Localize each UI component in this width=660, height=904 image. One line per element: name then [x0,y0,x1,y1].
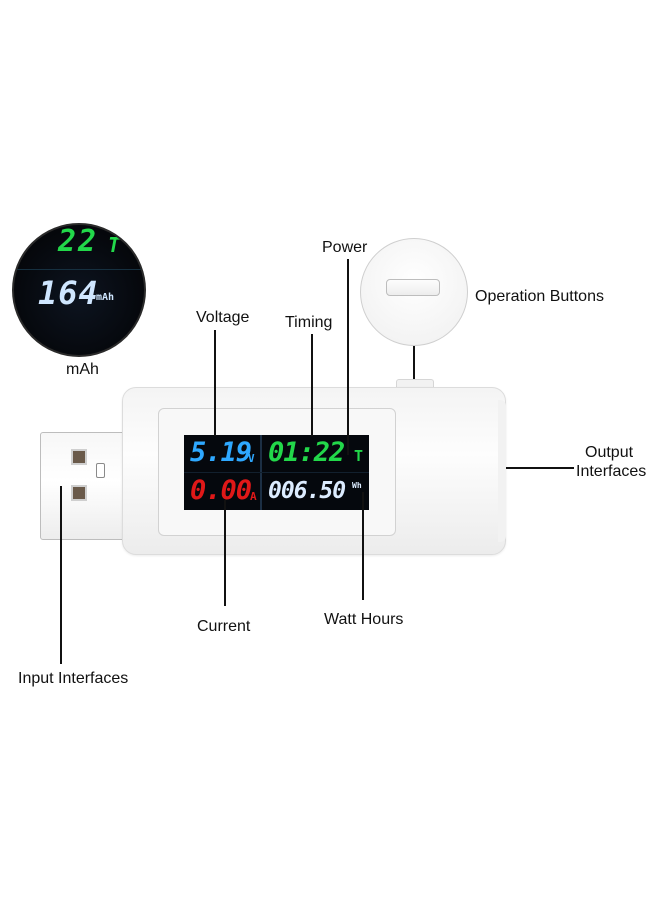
usb-input-plug [40,432,126,540]
voltage-reading: 5.19 [190,437,252,468]
usb-contact-top [71,449,87,465]
usb-contact-bottom [71,485,87,501]
usb-slot [96,463,105,478]
current-leader [224,500,226,606]
voltage-leader [214,330,216,436]
mah-zoom-circle: 22 T 164 mAh [12,223,146,357]
zoom-mah-digits: 164 [38,274,99,312]
mah-label: mAh [66,361,99,378]
zoom-timer-unit: T [108,233,121,257]
operation-button-zoom-circle [360,238,468,346]
output-leader [506,467,574,469]
current-unit: A [250,490,257,503]
input-leader [60,486,62,664]
operation-button-tab [396,379,434,390]
energy-unit: Wh [352,481,362,490]
power-leader [347,259,349,455]
operation-buttons-label: Operation Buttons [475,288,604,305]
output-label-line1: Output [585,444,634,461]
output-port-cap [498,400,506,542]
operation-button-leader [413,346,415,380]
timer-unit: T [354,447,364,465]
current-label: Current [197,618,251,635]
timing-label: Timing [285,314,333,331]
watt-hours-leader [362,492,364,600]
energy-reading: 006.50 [268,478,346,504]
timing-leader [311,334,313,436]
timer-reading: 01:22 [268,437,345,468]
zoom-mah-unit: mAh [96,292,115,303]
lcd-screen: 5.19 V 01:22 T 0.00 A 006.50 Wh [184,435,369,510]
current-reading: 0.00 [190,475,252,506]
output-label-line2: Interfaces [576,463,647,480]
zoom-timer-digits: 22 [58,224,99,259]
voltage-label: Voltage [196,309,250,326]
input-interfaces-label: Input Interfaces [18,670,129,687]
voltage-unit: V [248,452,255,465]
power-label: Power [322,239,368,256]
zoom-divider [14,269,144,270]
watt-hours-label: Watt Hours [324,611,404,628]
lcd-separator-horizontal [184,472,369,473]
operation-button-icon [386,279,440,296]
